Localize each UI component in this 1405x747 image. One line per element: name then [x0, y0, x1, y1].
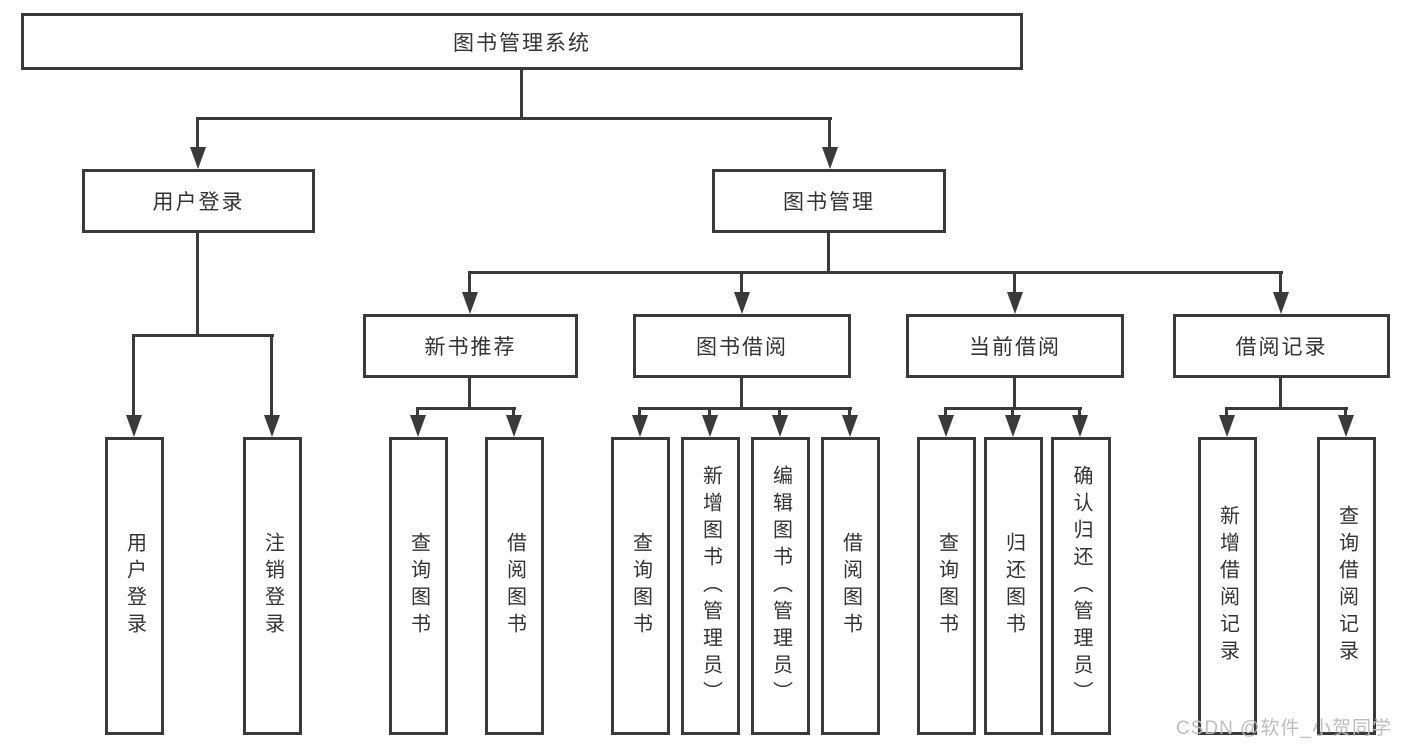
arrow-down-icon [410, 415, 426, 437]
leaf-current-return-label: 归还图书 [1002, 532, 1025, 640]
leaf-logout: 注销登录 [243, 437, 302, 735]
arrow-down-icon [1219, 415, 1235, 437]
watermark: CSDN @软件_小贺同学 [1176, 718, 1392, 739]
arrow-down-icon [126, 415, 142, 437]
connector-branch-line [196, 117, 832, 120]
node-user-login: 用户登录 [82, 169, 315, 233]
node-current-borrow-label: 当前借阅 [969, 336, 1061, 359]
arrow-down-icon [772, 415, 788, 437]
connector-arrow-stem [468, 273, 471, 294]
leaf-borrow-add-label: 新增图书（管理员） [699, 464, 722, 708]
node-book-management: 图书管理 [712, 169, 946, 233]
arrow-down-icon [632, 415, 648, 437]
arrow-down-icon [1273, 292, 1289, 314]
leaf-borrow-edit-label: 编辑图书（管理员） [769, 464, 792, 708]
node-book-borrow: 图书借阅 [633, 314, 851, 378]
leaf-record-add-label: 新增借阅记录 [1216, 505, 1239, 667]
connector-arrow-stem [708, 409, 711, 417]
connector-drop-line [1013, 378, 1016, 409]
leaf-current-return: 归还图书 [984, 437, 1043, 735]
connector-branch-line [468, 271, 1283, 274]
connector-arrow-stem [270, 336, 273, 417]
node-book-management-label: 图书管理 [783, 191, 875, 214]
leaf-current-confirm: 确认归还（管理员） [1051, 437, 1111, 735]
node-new-book-recommend-label: 新书推荐 [424, 336, 517, 359]
leaf-record-query: 查询借阅记录 [1317, 437, 1376, 735]
arrow-down-icon [264, 415, 280, 437]
arrow-down-icon [822, 147, 838, 169]
connector-arrow-stem [196, 119, 199, 149]
leaf-borrow-query-label: 查询图书 [629, 532, 652, 640]
arrow-down-icon [938, 415, 954, 437]
leaf-current-confirm-label: 确认归还（管理员） [1070, 464, 1092, 708]
leaf-borrow-borrow-label: 借阅图书 [839, 532, 862, 640]
leaf-current-query-label: 查询图书 [935, 532, 958, 640]
arrow-down-icon [702, 415, 718, 437]
connector-drop-line [827, 233, 830, 273]
node-book-borrow-label: 图书借阅 [696, 336, 788, 359]
leaf-newbook-query-label: 查询图书 [407, 532, 430, 640]
node-root: 图书管理系统 [21, 13, 1023, 70]
connector-drop-line [740, 378, 743, 409]
leaf-newbook-query: 查询图书 [389, 437, 448, 735]
connector-arrow-stem [848, 409, 851, 417]
connector-arrow-stem [416, 409, 419, 417]
connector-arrow-stem [1013, 273, 1016, 294]
arrow-down-icon [190, 147, 206, 169]
connector-arrow-stem [512, 409, 515, 417]
connector-drop-line [196, 233, 199, 336]
leaf-borrow-borrow: 借阅图书 [821, 437, 880, 735]
leaf-user-login-label: 用户登录 [123, 532, 146, 640]
connector-arrow-stem [944, 409, 947, 417]
node-current-borrow: 当前借阅 [906, 314, 1124, 378]
node-new-book-recommend: 新书推荐 [363, 314, 578, 378]
arrow-down-icon [1338, 415, 1354, 437]
connector-arrow-stem [778, 409, 781, 417]
connector-arrow-stem [1225, 409, 1228, 417]
arrow-down-icon [506, 415, 522, 437]
node-user-login-label: 用户登录 [152, 191, 245, 214]
connector-drop-line [468, 378, 471, 409]
connector-arrow-stem [1078, 409, 1081, 417]
connector-arrow-stem [1011, 409, 1014, 417]
leaf-newbook-borrow-label: 借阅图书 [503, 532, 526, 640]
connector-arrow-stem [740, 273, 743, 294]
arrow-down-icon [734, 292, 750, 314]
connector-branch-line [944, 407, 1082, 410]
connector-arrow-stem [828, 119, 831, 149]
leaf-user-login: 用户登录 [105, 437, 164, 735]
connector-branch-line [638, 407, 852, 410]
arrow-down-icon [1072, 415, 1088, 437]
connector-arrow-stem [638, 409, 641, 417]
leaf-newbook-borrow: 借阅图书 [485, 437, 544, 735]
arrow-down-icon [462, 292, 478, 314]
connector-arrow-stem [1344, 409, 1347, 417]
leaf-record-query-label: 查询借阅记录 [1335, 505, 1358, 667]
connector-drop-line [520, 70, 523, 119]
connector-branch-line [416, 407, 516, 410]
arrow-down-icon [842, 415, 858, 437]
connector-branch-line [132, 334, 274, 337]
leaf-logout-label: 注销登录 [261, 532, 284, 640]
node-borrow-record-label: 借阅记录 [1235, 336, 1328, 359]
connector-drop-line [1279, 378, 1282, 409]
leaf-record-add: 新增借阅记录 [1198, 437, 1257, 735]
connector-branch-line [1225, 407, 1348, 410]
node-borrow-record: 借阅记录 [1173, 314, 1390, 378]
connector-arrow-stem [1279, 273, 1282, 294]
arrow-down-icon [1007, 292, 1023, 314]
leaf-borrow-query: 查询图书 [611, 437, 670, 735]
leaf-borrow-edit: 编辑图书（管理员） [751, 437, 810, 735]
node-root-label: 图书管理系统 [453, 31, 591, 55]
leaf-current-query: 查询图书 [917, 437, 976, 735]
leaf-borrow-add: 新增图书（管理员） [681, 437, 740, 735]
connector-arrow-stem [132, 336, 135, 417]
arrow-down-icon [1005, 415, 1021, 437]
